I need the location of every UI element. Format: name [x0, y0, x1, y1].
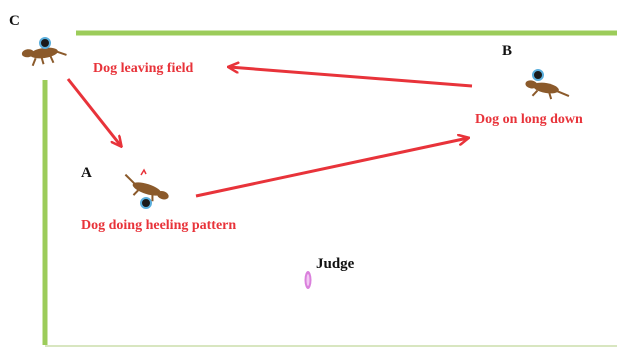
point-label-a: A: [81, 165, 92, 181]
leash-mark: [140, 168, 147, 176]
caption-dog-heeling-pattern: Dog doing heeling pattern: [81, 218, 236, 233]
dog-icon: [21, 47, 67, 67]
route-arrows: [66, 67, 473, 198]
dog-c: [21, 37, 67, 67]
point-label-c: C: [9, 13, 20, 29]
dog-a: [124, 168, 169, 209]
dog-icon: [525, 80, 570, 100]
fence-lines: [42, 30, 617, 347]
dog-b: [525, 69, 570, 100]
handler-icon: [532, 69, 544, 81]
arrow-a-to-b: [195, 138, 468, 198]
judge-icon: [304, 271, 312, 289]
caption-judge: Judge: [316, 256, 355, 272]
handler-icon: [140, 197, 152, 209]
arrow-c-to-a: [66, 78, 121, 146]
caption-dog-on-long-down: Dog on long down: [475, 112, 583, 127]
caption-dog-leaving-field: Dog leaving field: [93, 61, 194, 76]
dog-icon: [124, 173, 169, 202]
point-label-b: B: [502, 43, 512, 59]
arrow-b-to-c: [229, 67, 473, 88]
handler-icon: [39, 37, 51, 49]
